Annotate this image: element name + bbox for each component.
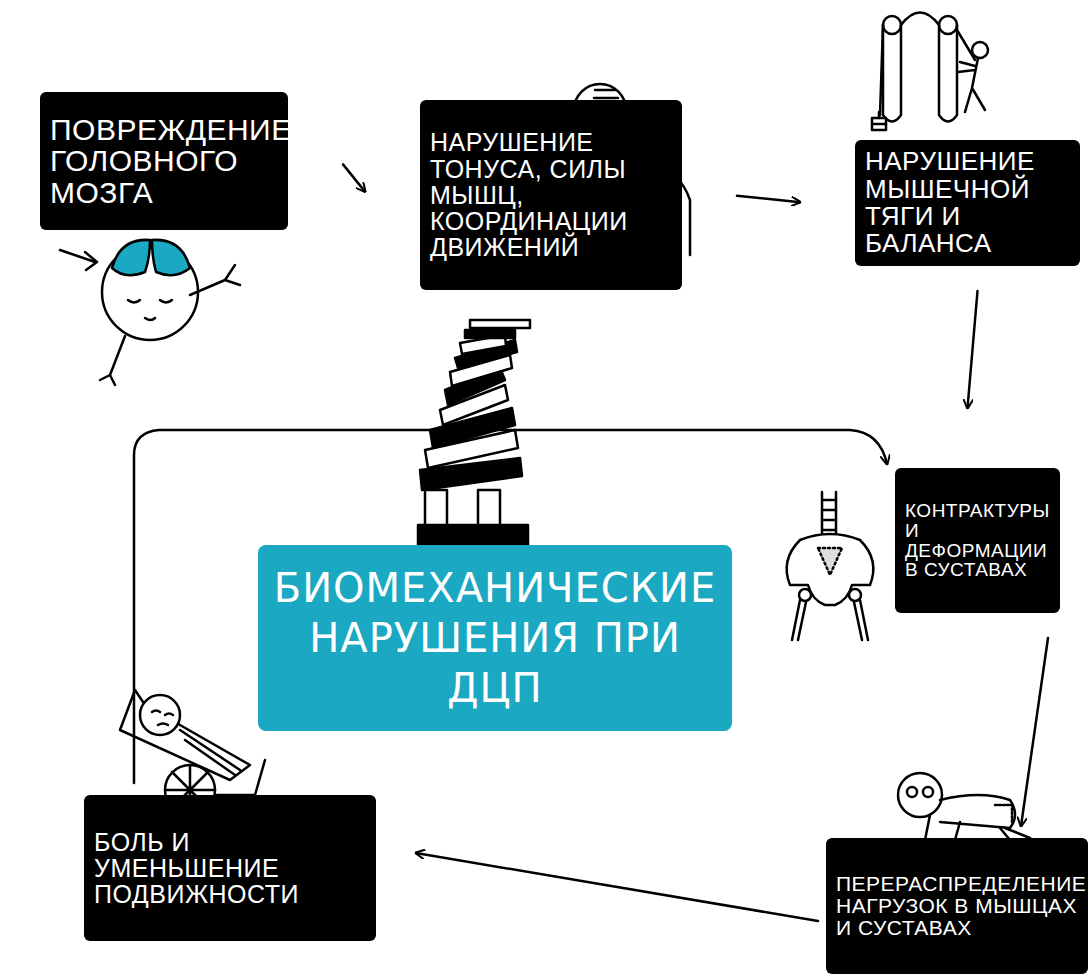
box-text: КОНТРАКТУРЫ И ДЕФОРМАЦИИ В СУСТАВАХ xyxy=(905,501,1050,581)
flow-arrow xyxy=(737,196,800,202)
process-box: КОНТРАКТУРЫ И ДЕФОРМАЦИИ В СУСТАВАХ xyxy=(895,468,1060,613)
box-text: НАРУШЕНИЕ МЫШЕЧНОЙ ТЯГИ И БАЛАНСА xyxy=(865,148,1070,257)
process-box: НАРУШЕНИЕ МЫШЕЧНОЙ ТЯГИ И БАЛАНСА xyxy=(855,140,1080,266)
crawling-baby-sketch xyxy=(898,773,1030,840)
title-box: БИОМЕХАНИЧЕСКИЕ НАРУШЕНИЯ ПРИ ДЦП xyxy=(258,545,732,731)
pulley-sketch xyxy=(872,13,988,131)
box-text: НАРУШЕНИЕ ТОНУСА, СИЛЫ МЫШЦ, КООРДИНАЦИИ… xyxy=(430,129,672,260)
process-box: ПЕРЕРАСПРЕДЕЛЕНИЕ НАГРУЗОК В МЫШЦАХ И СУ… xyxy=(826,838,1088,974)
flow-arrow xyxy=(134,430,887,783)
process-box: ПОВРЕЖДЕНИЕ ГОЛОВНОГО МОЗГА xyxy=(40,92,288,230)
flow-arrow xyxy=(416,853,818,921)
process-box: НАРУШЕНИЕ ТОНУСА, СИЛЫ МЫШЦ, КООРДИНАЦИИ… xyxy=(420,100,682,290)
flow-arrow xyxy=(968,291,978,408)
flow-arrow xyxy=(343,164,365,191)
box-text: ПЕРЕРАСПРЕДЕЛЕНИЕ НАГРУЗОК В МЫШЦАХ И СУ… xyxy=(836,873,1086,939)
book-tower-sketch xyxy=(418,320,530,550)
flow-arrow xyxy=(1021,638,1048,826)
head-sketch xyxy=(60,240,240,385)
box-text: БОЛЬ И УМЕНЬШЕНИЕ ПОДВИЖНОСТИ xyxy=(94,829,366,908)
process-box: БОЛЬ И УМЕНЬШЕНИЕ ПОДВИЖНОСТИ xyxy=(84,795,376,941)
diagram-title: БИОМЕХАНИЧЕСКИЕ НАРУШЕНИЯ ПРИ ДЦП xyxy=(272,563,718,713)
pelvis-sketch xyxy=(787,492,874,640)
box-text: ПОВРЕЖДЕНИЕ ГОЛОВНОГО МОЗГА xyxy=(50,114,292,209)
